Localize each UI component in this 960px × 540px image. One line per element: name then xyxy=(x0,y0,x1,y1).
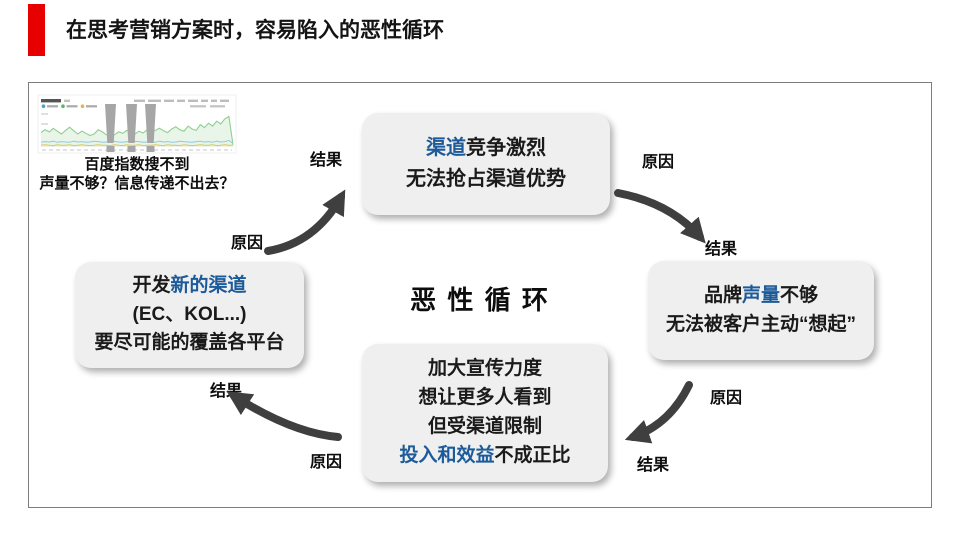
node-line: 要尽可能的覆盖各平台 xyxy=(94,332,285,354)
node-line: 想让更多人看到 xyxy=(418,387,552,409)
chart-header-decoration xyxy=(41,99,229,103)
chart-caption: 百度指数搜不到 声量不够？信息传递不出去？ xyxy=(22,155,252,193)
label-effect-top-right: 结果 xyxy=(704,241,737,258)
node-line: 加大宣传力度 xyxy=(427,358,542,380)
title-accent-bar xyxy=(28,4,45,56)
label-effect-top-left: 结果 xyxy=(309,152,342,169)
node-line: 无法抢占渠道优势 xyxy=(406,168,566,190)
node-line: 投入和效益不成正比 xyxy=(399,442,570,471)
baidu-index-chart xyxy=(37,94,237,154)
node-line: 无法被客户主动“想起” xyxy=(665,313,856,335)
cycle-node-roi: 加大宣传力度 想让更多人看到 但受渠道限制 投入和效益不成正比 xyxy=(362,344,608,482)
label-cause-bottom-right: 原因 xyxy=(709,390,742,407)
node-text: 品牌 xyxy=(703,285,742,306)
node-line: 开发新的渠道 xyxy=(132,272,246,301)
cycle-node-channel-competition: 渠道竞争激烈 无法抢占渠道优势 xyxy=(362,113,610,215)
node-line: 品牌声量不够 xyxy=(704,282,818,311)
node-text: 竞争激烈 xyxy=(466,137,546,159)
node-line: 渠道竞争激烈 xyxy=(426,133,546,164)
label-cause-top-left: 原因 xyxy=(230,235,263,252)
node-text: 不成正比 xyxy=(494,444,571,466)
label-cause-top-right: 原因 xyxy=(641,154,674,171)
exclamation-marks-icon xyxy=(105,104,156,152)
highlight-text: 声量 xyxy=(741,285,780,306)
label-effect-bottom-left: 结果 xyxy=(209,383,242,400)
chart-axis-decoration xyxy=(41,113,232,151)
green-series-area xyxy=(41,116,233,147)
label-effect-bottom-right: 结果 xyxy=(636,457,669,474)
node-text: 不够 xyxy=(780,285,819,306)
green-series-line xyxy=(40,115,234,145)
chart-caption-line1: 百度指数搜不到 xyxy=(84,156,190,173)
cycle-node-brand-voice: 品牌声量不够 无法被客户主动“想起” xyxy=(648,261,874,360)
yellow-series-line xyxy=(40,144,233,147)
highlight-text: 投入和效益 xyxy=(399,444,495,466)
label-cause-bottom-left: 原因 xyxy=(309,454,342,471)
highlight-text: 新的渠道 xyxy=(170,275,247,297)
node-line: (EC、KOL...) xyxy=(132,303,247,325)
blue-series-line xyxy=(40,139,234,144)
node-text: 开发 xyxy=(132,275,171,297)
node-line: 但受渠道限制 xyxy=(427,416,542,437)
highlight-text: 渠道 xyxy=(426,137,466,159)
cycle-center-label: 恶 性 循 环 xyxy=(410,285,550,315)
chart-legend xyxy=(41,104,225,108)
cycle-node-new-channels: 开发新的渠道 (EC、KOL...) 要尽可能的覆盖各平台 xyxy=(75,262,304,368)
chart-caption-line2: 声量不够？信息传递不出去？ xyxy=(39,175,235,193)
slide-title: 在思考营销方案时，容易陷入的恶性循环 xyxy=(66,19,444,42)
